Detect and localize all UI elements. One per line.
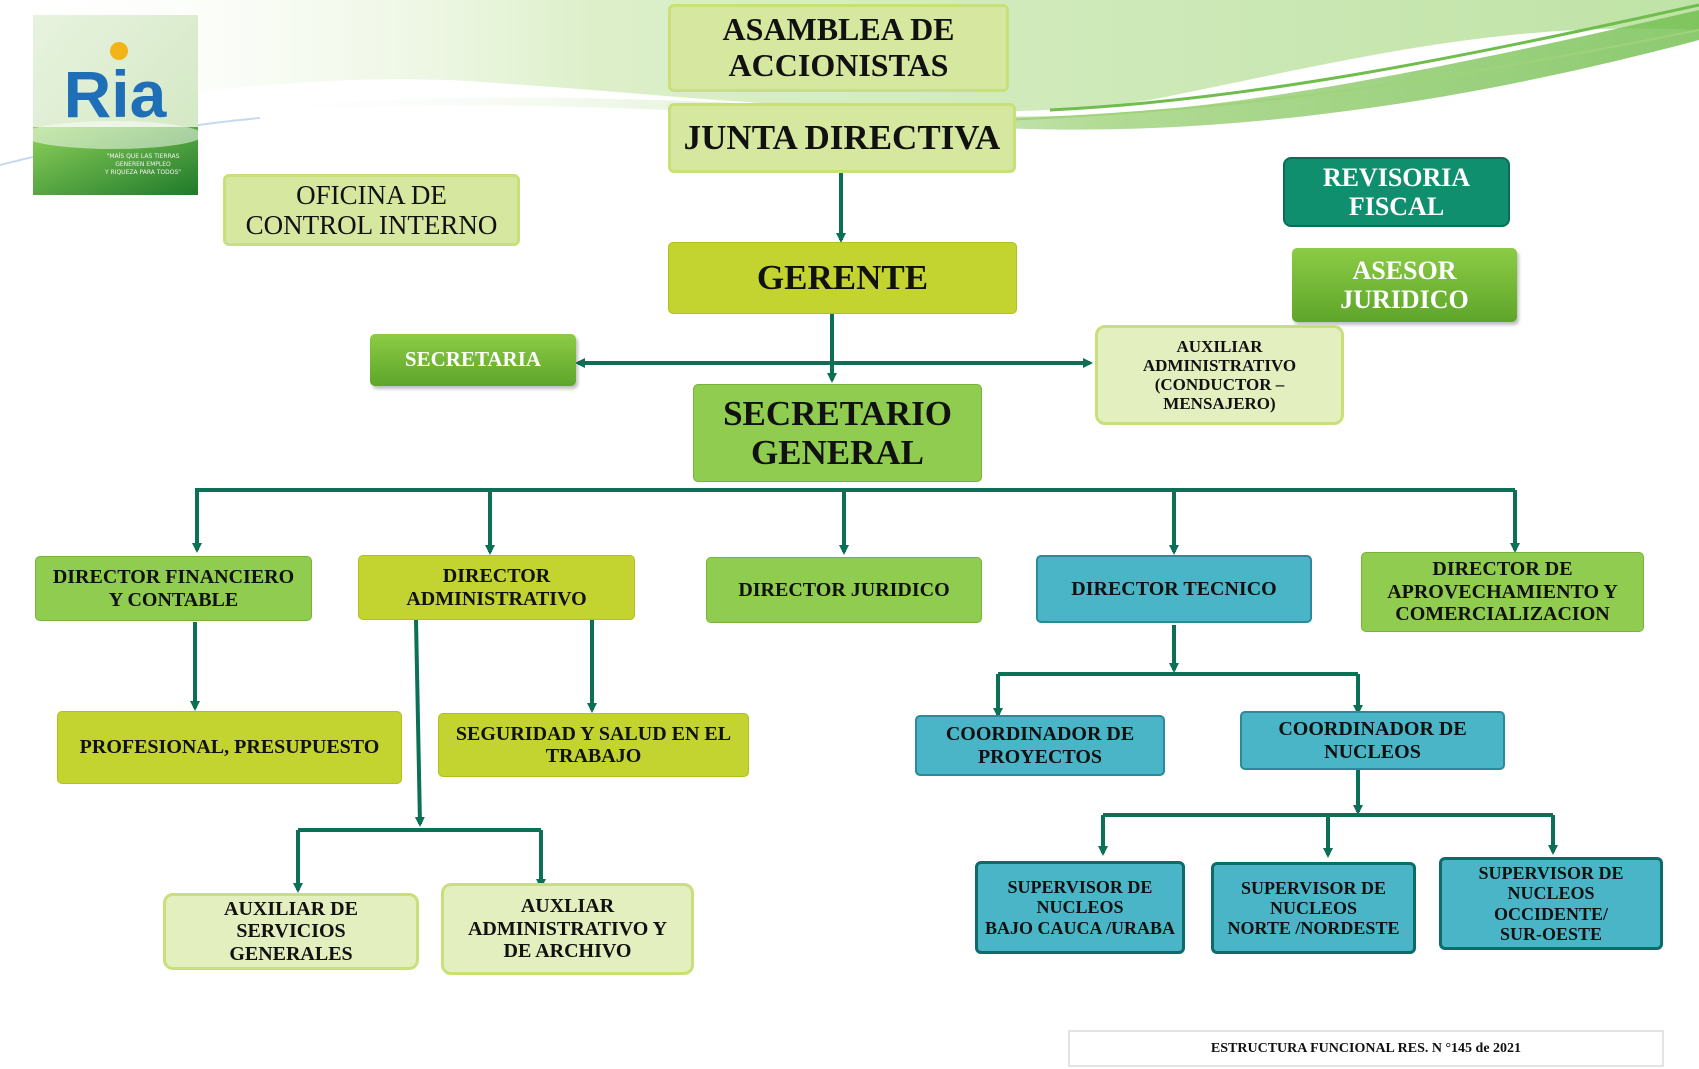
footer-caption: ESTRUCTURA FUNCIONAL RES. N °145 de 2021: [1068, 1030, 1664, 1067]
coordinador-proyectos-box: COORDINADOR DE PROYECTOS: [915, 715, 1165, 776]
director-financiero-box: DIRECTOR FINANCIERO Y CONTABLE: [35, 556, 312, 621]
supervisor-bajo-cauca-box: SUPERVISOR DE NUCLEOS BAJO CAUCA /URABA: [975, 861, 1185, 954]
gerente-box: GERENTE: [668, 242, 1017, 314]
director-juridico-box: DIRECTOR JURIDICO: [706, 557, 982, 623]
revisoria-fiscal-box: REVISORIA FISCAL: [1283, 157, 1510, 227]
director-aprovechamiento-box: DIRECTOR DE APROVECHAMIENTO Y COMERCIALI…: [1361, 552, 1644, 632]
auxiliar-administrativo-conductor-box: AUXILIAR ADMINISTRATIVO (CONDUCTOR – MEN…: [1095, 325, 1344, 425]
asesor-juridico-box: ASESOR JURIDICO: [1292, 248, 1517, 322]
logo-graphic: Ria: [33, 15, 198, 195]
secretaria-box: SECRETARIA: [370, 334, 576, 386]
supervisor-occidente-box: SUPERVISOR DE NUCLEOS OCCIDENTE/ SUR-OES…: [1439, 857, 1663, 950]
oficina-control-interno-box: OFICINA DE CONTROL INTERNO: [223, 174, 520, 246]
director-tecnico-box: DIRECTOR TECNICO: [1036, 555, 1312, 623]
ria-logo: Ria "MAÍS QUE LAS TIERRAS GENEREN EMPLEO…: [33, 15, 198, 195]
logo-tagline: "MAÍS QUE LAS TIERRAS GENEREN EMPLEO Y R…: [104, 153, 182, 176]
auxiliar-servicios-generales-box: AUXILIAR DE SERVICIOS GENERALES: [163, 893, 419, 970]
seguridad-salud-trabajo-box: SEGURIDAD Y SALUD EN EL TRABAJO: [438, 713, 749, 777]
director-administrativo-box: DIRECTOR ADMINISTRATIVO: [358, 555, 635, 620]
profesional-presupuesto-box: PROFESIONAL, PRESUPUESTO: [57, 711, 402, 784]
secretario-general-box: SECRETARIO GENERAL: [693, 384, 982, 482]
logo-letters: Ria: [64, 57, 168, 131]
coordinador-nucleos-box: COORDINADOR DE NUCLEOS: [1240, 711, 1505, 770]
auxiliar-administrativo-archivo-box: AUXLIAR ADMINISTRATIVO Y DE ARCHIVO: [441, 883, 694, 975]
junta-directiva-box: JUNTA DIRECTIVA: [668, 103, 1016, 173]
supervisor-norte-box: SUPERVISOR DE NUCLEOS NORTE /NORDESTE: [1211, 862, 1416, 954]
asamblea-de-accionistas-box: ASAMBLEA DE ACCIONISTAS: [668, 4, 1009, 92]
